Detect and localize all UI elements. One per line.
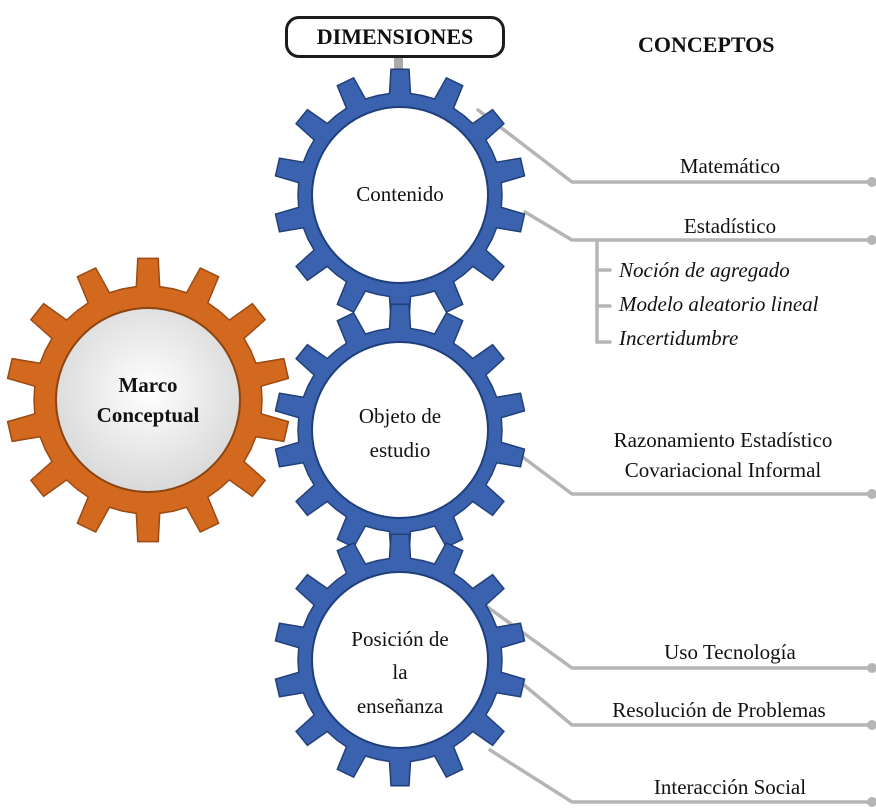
gear-objeto-estudio — [274, 303, 526, 557]
concept-estadistico: Estadístico — [683, 214, 777, 238]
connector-interaccion — [488, 748, 872, 804]
gear-label-contenido-text: Contenido — [356, 182, 444, 207]
concepts-header: CONCEPTOS — [638, 32, 775, 57]
connector-uso-tecnologia — [473, 596, 872, 670]
gear-contenido — [274, 68, 526, 322]
concept-resolucion: Resolución de Problemas — [612, 698, 826, 722]
gear-label-posicion-line1: Posición de — [351, 626, 449, 651]
gear-label-posicion: Posición de la enseñanza — [320, 618, 480, 728]
gear-label-objeto-line1: Objeto de — [358, 404, 442, 429]
concept-matematico: Matemático — [679, 154, 781, 178]
concept-subitem-2: Modelo aleatorio lineal — [619, 292, 819, 316]
connector-resolucion — [516, 678, 872, 727]
gear-marco-conceptual — [6, 257, 290, 543]
gear-label-marco-line2: Conceptual — [96, 403, 200, 427]
gear-label-objeto-line2: estudio — [369, 438, 431, 462]
gear-label-posicion-line3: enseñanza — [356, 693, 444, 718]
gear-posicion-ensenanza — [274, 533, 526, 787]
dimensions-header: DIMENSIONES — [285, 16, 505, 58]
gear-label-objeto: Objeto de estudio — [320, 394, 480, 474]
connector-end-dots — [867, 177, 876, 807]
connector-razonamiento — [518, 453, 872, 496]
concept-razonamiento-line1: Razonamiento Estadístico — [613, 428, 833, 452]
gear-label-marco-line1: Marco — [118, 372, 178, 397]
concept-interaccion: Interacción Social — [653, 775, 807, 799]
concept-razonamiento-line2: Covariacional Informal — [624, 458, 822, 482]
connector-estadistico — [523, 210, 872, 242]
concept-subitem-1: Noción de agregado — [619, 258, 790, 282]
concept-uso-tecnologia: Uso Tecnología — [664, 640, 796, 664]
gear-label-contenido: Contenido — [320, 175, 480, 215]
concept-subitem-3: Incertidumbre — [619, 326, 739, 350]
gear-label-marco: Marco Conceptual — [68, 352, 228, 448]
gear-label-posicion-line2: la — [392, 660, 408, 685]
connector-matematico — [476, 108, 872, 184]
